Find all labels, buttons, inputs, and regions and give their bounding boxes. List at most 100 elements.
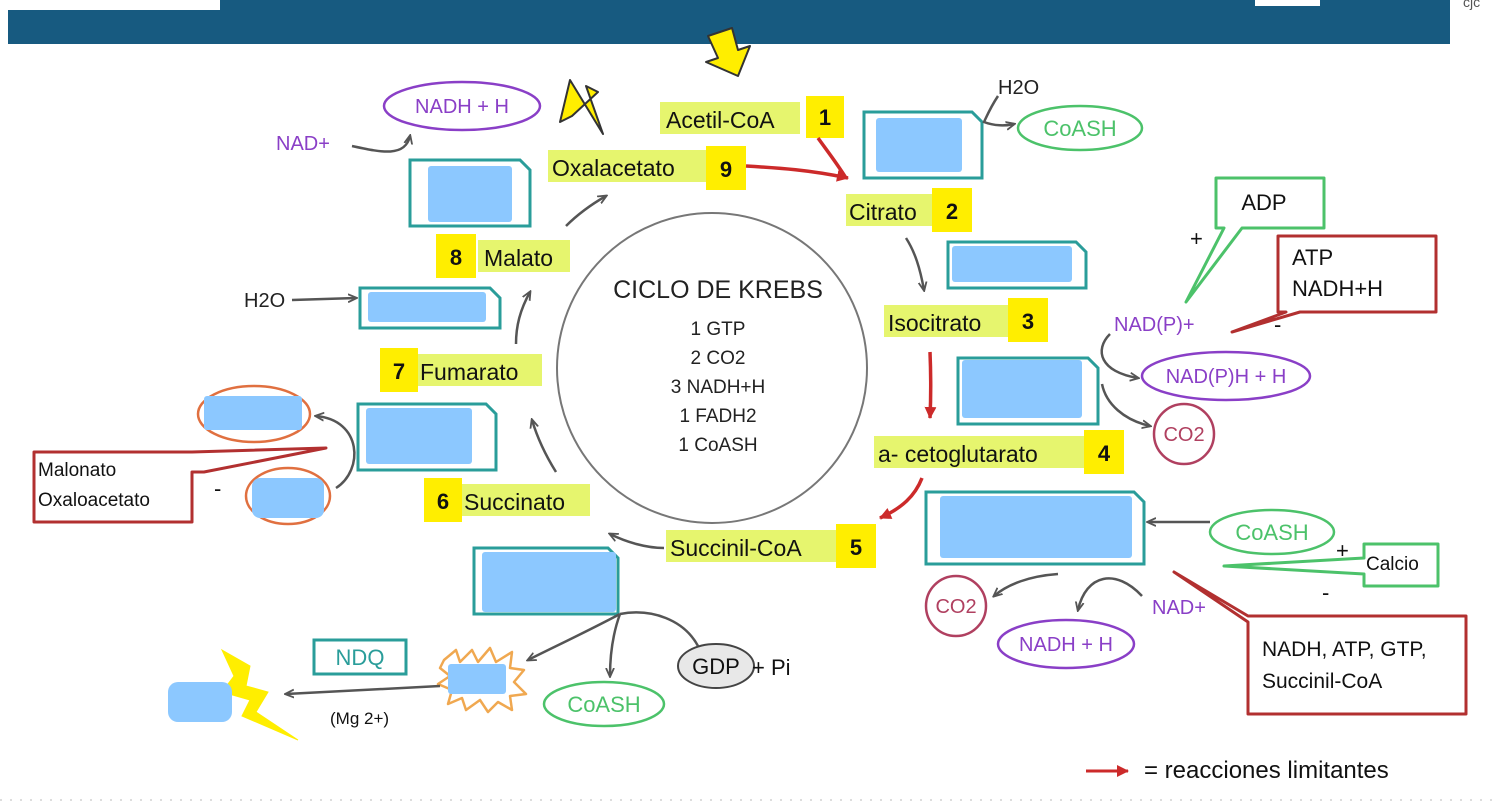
label-nadh-h-top: NADH + H bbox=[415, 96, 509, 118]
ellipse-nadh-h-bottom bbox=[996, 618, 1136, 670]
label-co2-bottom: CO2 bbox=[935, 596, 976, 618]
callout-adp bbox=[1184, 176, 1326, 304]
cycle-line-1: 1 GTP bbox=[691, 319, 746, 340]
step-cetoglutarato: a- cetoglutarato 4 bbox=[874, 430, 1124, 474]
ellipse-gdp bbox=[677, 643, 755, 689]
cycle-line-5: 1 CoASH bbox=[678, 435, 757, 456]
enzyme-box-citrate-synthase bbox=[862, 110, 984, 180]
step-label-malato: Malato bbox=[484, 245, 553, 271]
label-malonato: Malonato bbox=[38, 460, 116, 481]
label-plus-calcio: + bbox=[1336, 538, 1349, 563]
red-arrow-cetoglutarato-succinil bbox=[879, 477, 924, 520]
enzyme-box-succinate-dh bbox=[356, 402, 498, 472]
label-nadh-h-bottom: NADH + H bbox=[1019, 634, 1113, 656]
cycle-line-2: 2 CO2 bbox=[691, 348, 746, 369]
step-label-succinil-coa: Succinil-CoA bbox=[670, 535, 802, 561]
step-isocitrato: Isocitrato 3 bbox=[884, 298, 1048, 342]
label-nad-plus-left: NAD+ bbox=[276, 133, 330, 155]
yellow-arrow-out bbox=[559, 79, 604, 135]
cycle-title: CICLO DE KREBS bbox=[613, 276, 823, 304]
step-number-7: 7 bbox=[393, 359, 405, 384]
label-co2-right: CO2 bbox=[1163, 424, 1204, 446]
callout-calcio bbox=[1222, 542, 1440, 588]
arrow-to-co2-right bbox=[1100, 383, 1150, 426]
ellipse-nadh-h-top bbox=[382, 80, 542, 132]
arrow-starburst-to-energy bbox=[286, 684, 441, 694]
label-calcio: Calcio bbox=[1366, 554, 1419, 575]
label-h2o-left: H2O bbox=[244, 290, 285, 312]
circle-co2-bottom bbox=[924, 574, 988, 638]
arrow-nadp-to-nadph bbox=[1100, 333, 1138, 378]
step-label-citrato: Citrato bbox=[849, 199, 917, 225]
box-ndq bbox=[312, 638, 408, 676]
step-succinil-coa: Succinil-CoA 5 bbox=[666, 524, 876, 568]
step-malato: Malato 8 bbox=[436, 234, 570, 278]
blank-energy bbox=[168, 682, 232, 722]
header-fragment: cjc bbox=[1463, 0, 1480, 10]
callout-inhibitors bbox=[1172, 570, 1468, 716]
gray-arrow-fumarato-malato bbox=[514, 292, 530, 345]
label-minus-malonato: - bbox=[214, 476, 221, 501]
label-inhibitors-1: NADH, ATP, GTP, bbox=[1262, 638, 1427, 661]
callout-atp-nadh bbox=[1230, 234, 1438, 334]
step-number-8: 8 bbox=[450, 245, 462, 270]
arrow-h2o-fumarase bbox=[291, 298, 356, 300]
label-nadp-plus: NAD(P)+ bbox=[1114, 314, 1195, 336]
step-number-3: 3 bbox=[1022, 309, 1034, 334]
step-acetil-coa: Acetil-CoA 1 bbox=[660, 96, 844, 138]
label-minus-atp: - bbox=[1274, 312, 1281, 337]
step-number-2: 2 bbox=[946, 199, 958, 224]
ellipse-coash-bottom bbox=[542, 680, 666, 728]
label-ndq: NDQ bbox=[336, 645, 385, 670]
label-coash-top: CoASH bbox=[1043, 116, 1116, 141]
step-oxalacetato: Oxalacetato 9 bbox=[548, 146, 746, 190]
step-number-9: 9 bbox=[720, 157, 732, 182]
arrow-gdp-loop bbox=[619, 611, 700, 647]
enzyme-box-isocitrate-dh bbox=[956, 356, 1100, 426]
step-number-6: 6 bbox=[437, 489, 449, 514]
label-minus-inhib: - bbox=[1322, 580, 1329, 605]
arrow-to-co2-bottom bbox=[994, 572, 1059, 596]
step-label-acetil-coa: Acetil-CoA bbox=[666, 107, 775, 133]
label-plus-adp: + bbox=[1190, 226, 1203, 251]
gray-arrow-malato-oxalacetato bbox=[565, 196, 606, 227]
label-adp: ADP bbox=[1241, 190, 1286, 215]
cycle-line-4: 1 FADH2 bbox=[679, 406, 756, 427]
red-arrow-oxalacetato-citrato bbox=[745, 164, 849, 182]
enzyme-box-aconitase bbox=[946, 240, 1088, 290]
yellow-arrow-in bbox=[705, 27, 751, 77]
gray-arrow-succinil-succinato bbox=[610, 534, 665, 550]
step-succinato: Succinato 6 bbox=[424, 478, 590, 522]
red-arrow-isocitrato-cetoglutarato bbox=[924, 351, 937, 419]
step-label-cetoglutarato: a- cetoglutarato bbox=[878, 441, 1038, 467]
legend-text: = reacciones limitantes bbox=[1144, 757, 1389, 784]
ellipse-nadph-h bbox=[1140, 350, 1312, 402]
step-fumarato: Fumarato 7 bbox=[380, 348, 542, 392]
arrow-nad-to-nadh-top bbox=[351, 136, 410, 153]
label-coash-right: CoASH bbox=[1235, 520, 1308, 545]
label-plus-pi: + Pi bbox=[752, 655, 791, 680]
enzyme-box-succinyl-coa-synthetase bbox=[472, 546, 620, 616]
step-number-1: 1 bbox=[819, 105, 831, 130]
label-gdp: GDP bbox=[692, 654, 740, 679]
ellipse-coash-right bbox=[1208, 508, 1336, 556]
blank-starburst bbox=[448, 664, 506, 694]
callout-malonato bbox=[32, 446, 328, 524]
label-nad-plus-bottom: NAD+ bbox=[1152, 597, 1206, 619]
step-label-isocitrato: Isocitrato bbox=[888, 310, 981, 336]
step-citrato: Citrato 2 bbox=[846, 188, 972, 232]
step-label-oxalacetato: Oxalacetato bbox=[552, 155, 675, 181]
blank-inhibitor-top bbox=[204, 396, 302, 430]
label-nadph-h: NAD(P)H + H bbox=[1166, 366, 1287, 388]
gray-arrow-citrato-isocitrato bbox=[904, 237, 924, 290]
arrow-h2o-coash bbox=[982, 95, 1014, 125]
enzyme-box-malate-dh bbox=[408, 158, 532, 228]
header-white-tab-right bbox=[1255, 0, 1320, 6]
label-nadh-plus-h: NADH+H bbox=[1292, 276, 1383, 301]
ellipse-coash-top bbox=[1016, 104, 1144, 152]
arrow-to-coash-bottom bbox=[610, 613, 622, 676]
red-arrow-acetil-citrato bbox=[816, 136, 848, 179]
blank-inhibitor-bottom bbox=[252, 478, 324, 518]
arrow-inhibitor-loop bbox=[316, 416, 356, 490]
